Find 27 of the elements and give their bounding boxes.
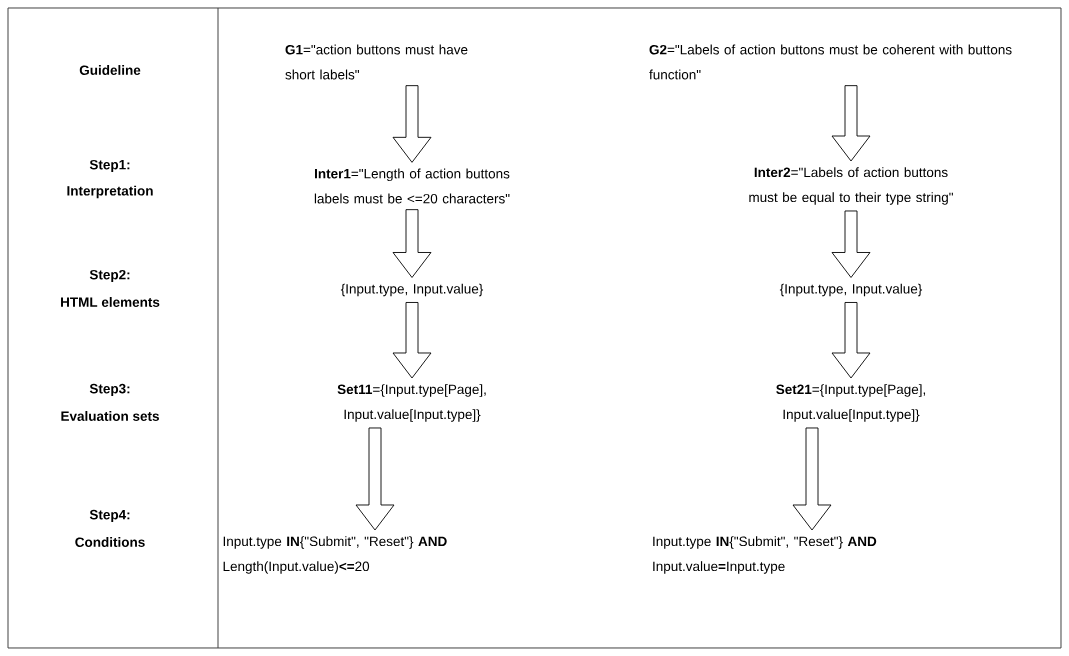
block-arrow — [831, 210, 871, 278]
step-text: Inter2="Labels of action buttons must be equal to their type string" — [749, 167, 953, 205]
block-arrow — [392, 85, 432, 163]
row-label: Step3: — [89, 383, 130, 397]
row-label: HTML elements — [61, 297, 160, 307]
block-arrow — [792, 427, 832, 531]
step-text: Set21={Input.type[Page], Input.value[Input.type]} — [776, 384, 926, 422]
step-text: G1="action buttons must have short labels" — [285, 44, 468, 80]
row-label: Evaluation sets — [61, 411, 159, 421]
block-arrow — [355, 427, 395, 531]
block-arrow — [392, 209, 432, 278]
row-label: Step4: — [89, 509, 130, 523]
row-label: Interpretation — [67, 185, 153, 199]
block-arrow — [831, 302, 871, 379]
step-text: Input.type IN{"Submit", "Reset"} AND Length(Input.value)<=20 — [223, 536, 447, 574]
step-text: Input.type IN{"Submit", "Reset"} AND Input.value=Input.type — [653, 536, 877, 574]
row-label: Conditions — [75, 537, 145, 547]
step-text: {Input.type, Input.value} — [779, 283, 923, 297]
row-label: Step1: — [89, 159, 130, 173]
block-arrow — [831, 85, 871, 162]
step-text: Inter1="Length of action buttons labels must be <=20 characters" — [314, 168, 510, 204]
step-text: {Input.type, Input.value} — [340, 283, 484, 297]
row-label: Guideline — [79, 65, 141, 75]
step-text: G2="Labels of action buttons must be coherent with buttons function" — [649, 44, 1012, 80]
block-arrow — [392, 302, 432, 379]
row-label: Step2: — [89, 269, 130, 283]
step-text: Set11={Input.type[Page], Input.value[Input.type]} — [337, 384, 486, 422]
